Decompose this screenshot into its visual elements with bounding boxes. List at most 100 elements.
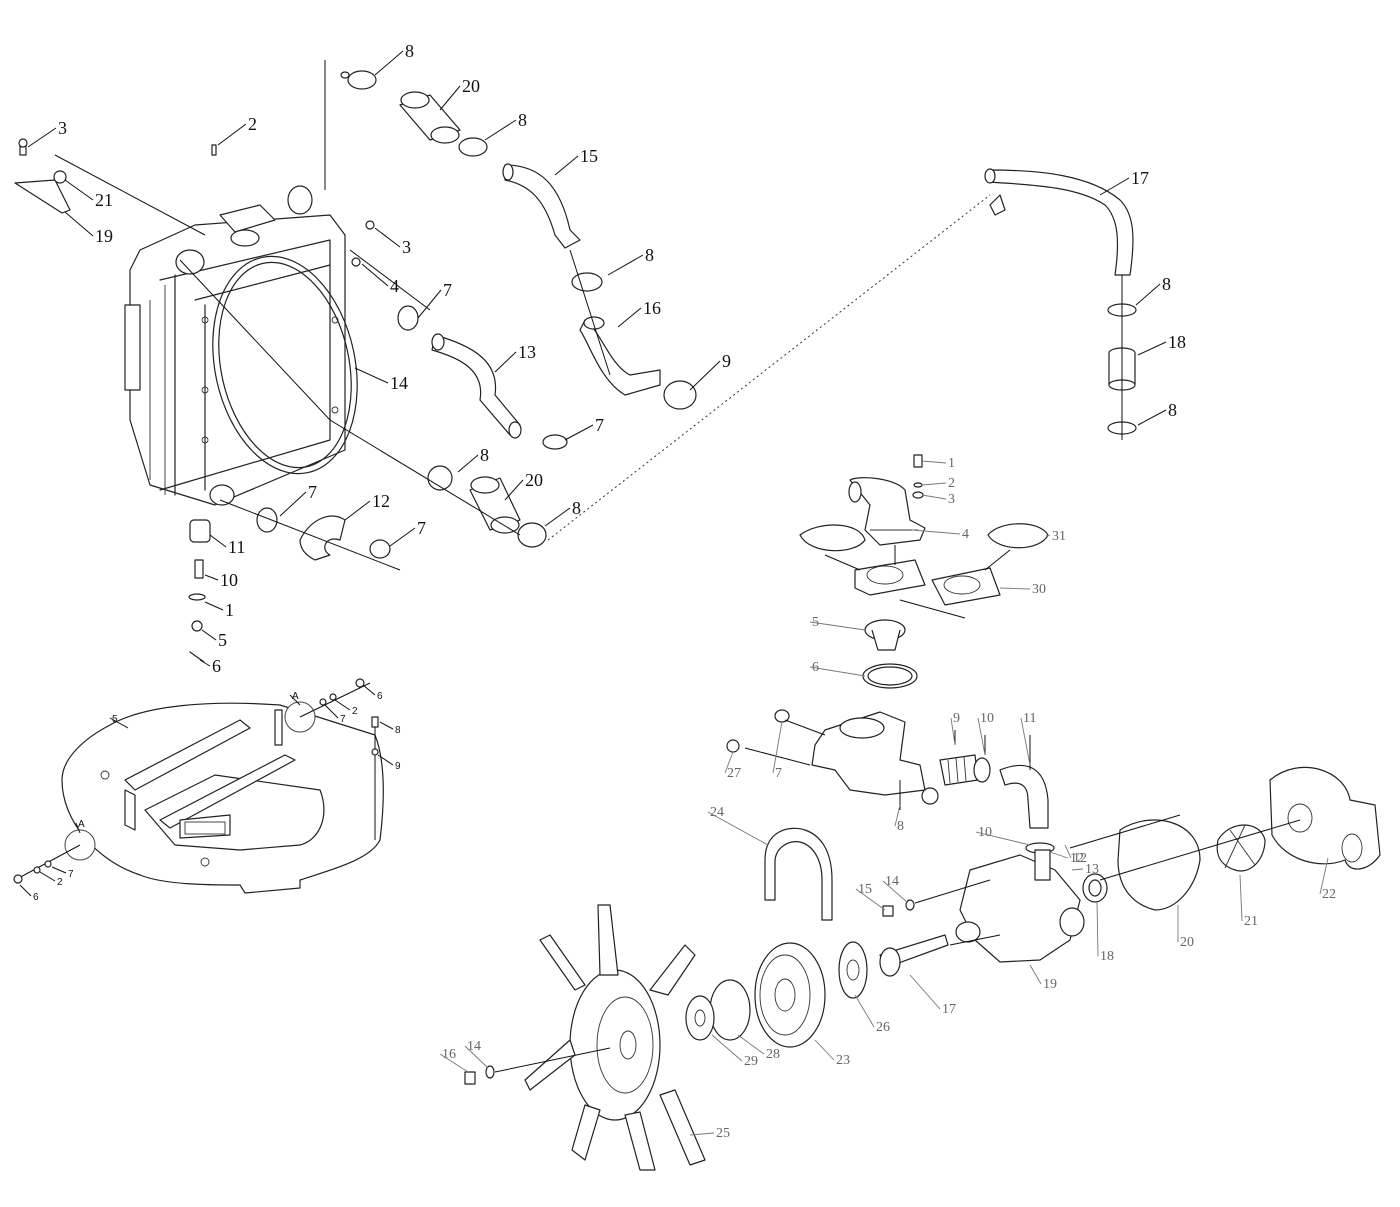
callout-leader (209, 534, 227, 548)
callout-leader (484, 119, 517, 141)
callout-leader (39, 871, 56, 882)
radiator-assembly (14, 60, 991, 663)
callout-number: 8 (1162, 274, 1171, 294)
callout-leader (439, 1053, 469, 1073)
callout-leader (711, 1034, 743, 1062)
callout-leader (204, 601, 224, 611)
callout-leader (707, 811, 769, 846)
callout-number: 21 (1244, 914, 1258, 929)
callout-leader (921, 460, 947, 464)
callout-number: 24 (710, 805, 724, 820)
callout-leader (617, 307, 642, 328)
callout-leader (882, 880, 909, 904)
callout-leader (109, 717, 129, 729)
callout-number: 12 (1070, 851, 1084, 866)
callout-leader (374, 50, 404, 76)
callout-number: 5 (112, 714, 118, 725)
callout-number: 12 (1073, 851, 1087, 866)
callout-number: 11 (228, 537, 245, 557)
callout-leader (855, 888, 886, 911)
callout-number: 10 (220, 570, 238, 590)
callout-number: 2 (57, 877, 63, 888)
callout-number: 30 (1032, 582, 1046, 597)
impeller (1216, 824, 1266, 872)
callout-number: 20 (462, 76, 480, 96)
callout-leader (362, 684, 376, 696)
callout-number: 3 (58, 118, 67, 138)
callout-number: 14 (390, 373, 408, 393)
callout-number: 1 (225, 600, 234, 620)
callout-leader (1099, 177, 1130, 196)
callout-leader (607, 254, 644, 276)
callout-leader (1096, 901, 1099, 957)
callout-number: 14 (885, 874, 899, 889)
callout-leader (464, 1045, 489, 1069)
callout-leader (854, 994, 875, 1028)
callout-leader (377, 754, 394, 766)
callout-leader (504, 479, 524, 501)
callout-leader (389, 527, 416, 547)
callout-number: 13 (1085, 862, 1099, 877)
callout-leader (689, 360, 721, 391)
callout-leader (921, 482, 947, 486)
callout-number: 27 (727, 766, 741, 781)
rubber-mount (189, 519, 211, 543)
callout-leader (999, 587, 1031, 590)
callout-number: A (292, 691, 299, 702)
callout-leader (737, 1034, 765, 1055)
callout-leader (950, 717, 956, 746)
mid-hose-set (397, 305, 568, 450)
callout-number: 6 (33, 892, 39, 903)
callout-leader (689, 1132, 715, 1136)
coolant-pipe (987, 169, 1134, 276)
callout-leader (217, 123, 247, 146)
callout-number: 19 (95, 226, 113, 246)
callout-number: 20 (525, 470, 543, 490)
callout-leader (201, 629, 217, 641)
callout-leader (344, 500, 371, 521)
callout-number: 5 (218, 630, 227, 650)
callout-leader (772, 721, 783, 774)
callout-leader (204, 574, 219, 581)
callout-number: 15 (580, 146, 598, 166)
callout-number: 16 (442, 1047, 456, 1062)
callout-number: 17 (942, 1002, 956, 1017)
callout-number: 31 (1052, 529, 1066, 544)
callout-leader (1071, 868, 1084, 871)
callout-number: 8 (480, 445, 489, 465)
callout-number: 8 (518, 110, 527, 130)
water-pump-body (959, 854, 1081, 963)
callout-number: 7 (443, 280, 452, 300)
callout-leader (1135, 283, 1161, 306)
callout-number: 2 (248, 114, 257, 134)
callout-leader (554, 155, 579, 176)
callout-number: 3 (948, 492, 955, 507)
callout-leader (809, 621, 866, 631)
callout-leader (199, 659, 211, 667)
callout-leader (51, 866, 67, 874)
callout-leader (324, 704, 339, 719)
callout-leader (19, 884, 32, 897)
callout-leader (64, 179, 94, 201)
callout-leader (894, 804, 901, 827)
callout-leader (354, 367, 389, 384)
callout-leader (1319, 857, 1329, 895)
callout-leader (544, 507, 571, 527)
callout-leader (379, 721, 394, 730)
callout-number: 2 (352, 706, 358, 717)
callout-number: 15 (858, 882, 872, 897)
callout-number: 11 (1023, 711, 1036, 726)
callout-leader (1064, 844, 1072, 859)
callout-number: 20 (1180, 935, 1194, 950)
callout-number: 8 (897, 819, 904, 834)
callout-number: 13 (518, 342, 536, 362)
callout-leader (75, 822, 81, 834)
callout-number: 9 (395, 761, 401, 772)
callout-number: 23 (836, 1053, 850, 1068)
callout-leader (909, 974, 941, 1010)
callout-number: 10 (978, 825, 992, 840)
callout-number: 7 (340, 714, 346, 725)
callout-number: 12 (372, 491, 390, 511)
